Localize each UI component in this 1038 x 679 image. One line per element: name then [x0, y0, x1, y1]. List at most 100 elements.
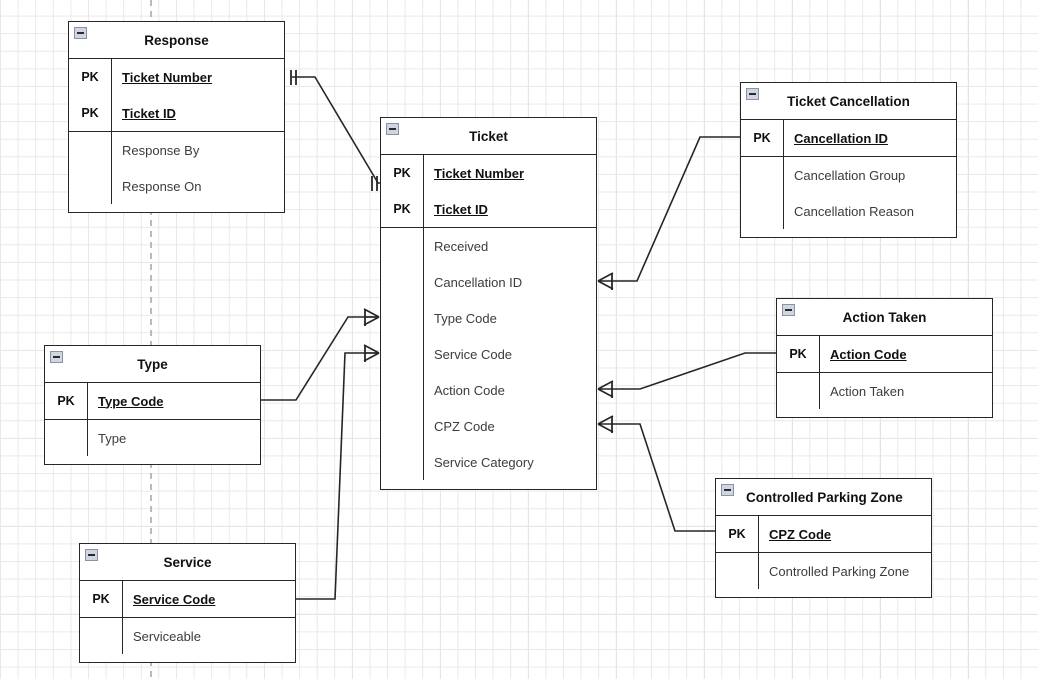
entity-action-taken[interactable]: Action Taken PK Action Code Action Taken: [776, 298, 993, 418]
column-divider: [758, 553, 759, 589]
column-divider: [423, 300, 424, 336]
attribute-row[interactable]: Type: [45, 420, 260, 456]
entity-header-type: Type: [45, 346, 260, 383]
column-divider: [783, 193, 784, 229]
entity-title-text: Action Taken: [842, 309, 927, 325]
key-label: PK: [393, 202, 411, 216]
entity-title-text: Ticket Cancellation: [787, 93, 910, 109]
attribute-name: Controlled Parking Zone: [769, 563, 910, 579]
key-label: PK: [81, 70, 99, 84]
attribute-row[interactable]: PK Action Code: [777, 336, 992, 372]
entity-response[interactable]: Response PK Ticket Number PK Ticket ID R…: [68, 21, 285, 213]
column-divider: [423, 228, 424, 264]
entity-type[interactable]: Type PK Type Code Type: [44, 345, 261, 465]
entity-service[interactable]: Service PK Service Code Serviceable: [79, 543, 296, 663]
entity-title-text: Ticket: [469, 128, 508, 144]
attribute-row[interactable]: Cancellation Group: [741, 157, 956, 193]
attribute-name: CPZ Code: [769, 526, 832, 542]
key-label: PK: [81, 106, 99, 120]
connector-ticket-action: [597, 352, 776, 398]
minimize-icon[interactable]: [85, 549, 98, 561]
attribute-name: Type Code: [98, 393, 164, 409]
minimize-icon[interactable]: [50, 351, 63, 363]
attribute-row[interactable]: Cancellation ID: [381, 264, 596, 300]
attribute-row[interactable]: PK Cancellation ID: [741, 120, 956, 156]
attribute-name: Service Code: [434, 346, 513, 362]
entity-header-service: Service: [80, 544, 295, 581]
key-label: PK: [789, 347, 807, 361]
entity-title-text: Service: [163, 554, 212, 570]
column-divider: [819, 336, 820, 372]
attribute-section: Action Taken: [777, 373, 992, 421]
key-label: PK: [393, 166, 411, 180]
attribute-row-spacer: [80, 654, 295, 666]
attribute-row-spacer: [716, 589, 931, 601]
column-divider: [423, 444, 424, 480]
attribute-name: Action Code: [434, 382, 505, 398]
attribute-row[interactable]: Response On: [69, 168, 284, 204]
minimize-icon[interactable]: [74, 27, 87, 39]
minimize-icon[interactable]: [721, 484, 734, 496]
attribute-row[interactable]: Cancellation Reason: [741, 193, 956, 229]
entity-controlled-parking-zone[interactable]: Controlled Parking Zone PK CPZ Code Cont…: [715, 478, 932, 598]
attribute-section: Type: [45, 420, 260, 468]
attribute-row[interactable]: PK Ticket Number: [381, 155, 596, 191]
attribute-name: CPZ Code: [434, 418, 495, 434]
attribute-row[interactable]: Service Category: [381, 444, 596, 480]
attribute-row[interactable]: Controlled Parking Zone: [716, 553, 931, 589]
attribute-row-spacer: [381, 480, 596, 492]
attribute-section: Controlled Parking Zone: [716, 553, 931, 601]
entity-header-action-taken: Action Taken: [777, 299, 992, 336]
entity-title-text: Type: [137, 356, 168, 372]
attribute-row[interactable]: PK Ticket Number: [69, 59, 284, 95]
primary-key-section: PK Cancellation ID: [741, 120, 956, 157]
attribute-row[interactable]: Action Code: [381, 372, 596, 408]
attribute-name: Ticket ID: [434, 201, 488, 217]
attribute-name: Cancellation ID: [794, 130, 888, 146]
column-divider: [423, 191, 424, 227]
attribute-name: Action Taken: [830, 383, 905, 399]
column-divider: [111, 168, 112, 204]
entity-ticket[interactable]: Ticket PK Ticket Number PK Ticket ID Rec…: [380, 117, 597, 490]
attribute-row[interactable]: Action Taken: [777, 373, 992, 409]
minimize-icon[interactable]: [386, 123, 399, 135]
attribute-row[interactable]: PK Ticket ID: [381, 191, 596, 227]
attribute-row[interactable]: PK Type Code: [45, 383, 260, 419]
entity-ticket-cancellation[interactable]: Ticket Cancellation PK Cancellation ID C…: [740, 82, 957, 238]
connector-ticket-cpz: [597, 415, 715, 532]
entity-header-controlled-parking-zone: Controlled Parking Zone: [716, 479, 931, 516]
attribute-name: Received: [434, 238, 489, 254]
column-divider: [423, 155, 424, 191]
attribute-row[interactable]: PK Service Code: [80, 581, 295, 617]
column-divider: [423, 372, 424, 408]
column-divider: [87, 383, 88, 419]
attribute-section: Received Cancellation ID Type Code Servi…: [381, 228, 596, 492]
attribute-row[interactable]: PK CPZ Code: [716, 516, 931, 552]
minimize-icon[interactable]: [782, 304, 795, 316]
column-divider: [111, 132, 112, 168]
column-divider: [122, 618, 123, 654]
attribute-row-spacer: [741, 229, 956, 241]
primary-key-section: PK Ticket Number PK Ticket ID: [69, 59, 284, 132]
attribute-row[interactable]: Service Code: [381, 336, 596, 372]
attribute-row[interactable]: Received: [381, 228, 596, 264]
attribute-row[interactable]: PK Ticket ID: [69, 95, 284, 131]
column-divider: [423, 336, 424, 372]
column-divider: [758, 516, 759, 552]
attribute-row[interactable]: CPZ Code: [381, 408, 596, 444]
attribute-row[interactable]: Serviceable: [80, 618, 295, 654]
entity-header-ticket: Ticket: [381, 118, 596, 155]
attribute-row[interactable]: Type Code: [381, 300, 596, 336]
minimize-icon[interactable]: [746, 88, 759, 100]
key-label: PK: [57, 394, 75, 408]
column-divider: [783, 120, 784, 156]
attribute-name: Type: [98, 430, 127, 446]
attribute-row[interactable]: Response By: [69, 132, 284, 168]
attribute-name: Ticket Number: [434, 165, 525, 181]
primary-key-section: PK Ticket Number PK Ticket ID: [381, 155, 596, 228]
connector-response-ticket: [290, 70, 380, 191]
column-divider: [783, 157, 784, 193]
attribute-row-spacer: [45, 456, 260, 468]
attribute-name: Response By: [122, 142, 200, 158]
